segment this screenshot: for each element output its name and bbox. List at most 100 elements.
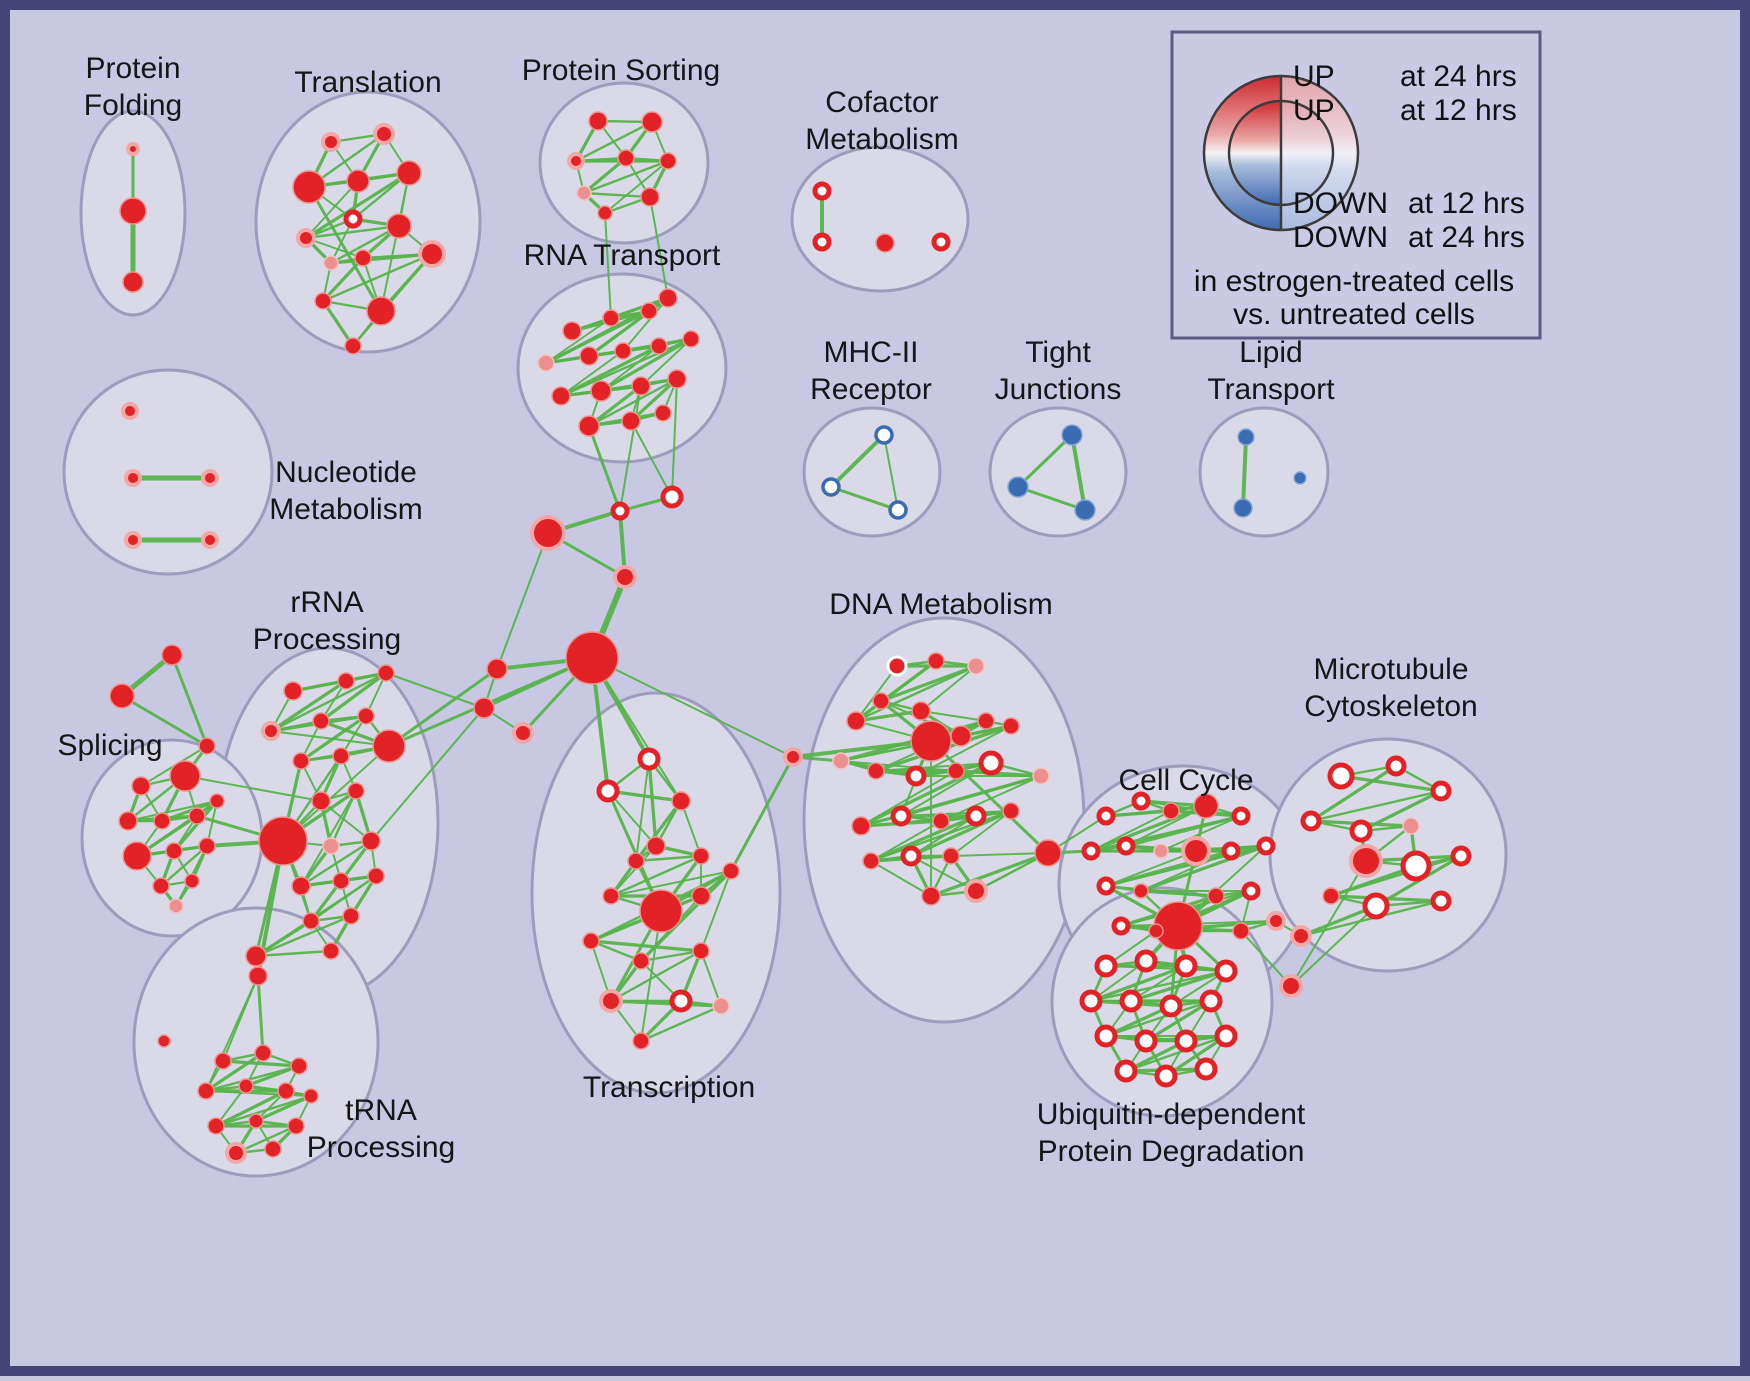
network-edge xyxy=(950,852,1049,857)
network-edge xyxy=(1104,999,1213,1038)
network-edge xyxy=(609,854,703,898)
network-edge xyxy=(1105,965,1227,972)
network-edge xyxy=(840,760,957,772)
legend-up-12-dir: UP xyxy=(1293,94,1335,127)
network-edge xyxy=(920,665,977,712)
network-edge xyxy=(1309,789,1443,823)
network-node-rt4 xyxy=(658,288,678,308)
network-edge xyxy=(791,739,933,759)
network-node-tj2 xyxy=(1007,476,1029,498)
network-node-ub7 xyxy=(1159,994,1183,1018)
network-edge xyxy=(829,485,900,512)
network-node-mc5 xyxy=(1349,819,1373,843)
network-edge xyxy=(320,800,372,842)
network-edge xyxy=(899,774,1043,818)
network-node-ub10 xyxy=(1134,1029,1158,1053)
network-edge xyxy=(1124,1034,1228,1073)
network-edge xyxy=(609,949,703,1003)
network-edge xyxy=(387,667,499,748)
network-node-tx13 xyxy=(692,942,710,960)
network-node-md3 xyxy=(512,722,534,744)
network-edge xyxy=(582,159,670,195)
network-node-rt9 xyxy=(682,330,700,348)
network-node-rt6 xyxy=(579,346,599,366)
network-node-mc6 xyxy=(1402,817,1420,835)
network-node-rr5 xyxy=(312,712,330,730)
network-edge xyxy=(599,337,693,393)
network-node-rt12 xyxy=(631,376,651,396)
network-edge xyxy=(1290,860,1367,987)
legend-right-half-overlay xyxy=(1281,76,1358,230)
network-node-dm10 xyxy=(1002,717,1020,735)
network-node-cc5 xyxy=(1231,806,1251,826)
network-node-nm4 xyxy=(124,531,142,549)
network-node-ub1 xyxy=(1094,954,1118,978)
network-edge xyxy=(604,160,669,214)
network-edge xyxy=(900,810,1012,817)
network-edge xyxy=(700,870,732,952)
network-node-lt2 xyxy=(1233,498,1253,518)
network-node-ch3 xyxy=(610,501,630,521)
network-edge xyxy=(607,790,657,847)
network-node-cf3 xyxy=(875,233,895,253)
network-node-sp1 xyxy=(131,776,151,796)
network-edge xyxy=(647,757,658,848)
network-edge xyxy=(629,377,679,423)
network-edge xyxy=(639,1004,723,1043)
network-node-mc9 xyxy=(1450,845,1472,867)
network-node-tx15 xyxy=(669,989,693,1013)
network-node-ub2 xyxy=(1134,949,1158,973)
network-edge xyxy=(630,420,673,498)
network-node-mh3 xyxy=(888,500,908,520)
cluster-label: DNA Metabolism xyxy=(829,588,1052,621)
cluster-mh xyxy=(802,406,942,538)
network-node-md1 xyxy=(486,658,508,680)
network-node-lt3 xyxy=(1293,471,1307,485)
network-edge xyxy=(591,657,682,802)
network-edge xyxy=(221,1059,301,1068)
network-node-mc11 xyxy=(1362,892,1390,920)
network-node-tn7 xyxy=(238,1078,254,1094)
network-node-rr15 xyxy=(291,876,311,896)
legend-down-24-dir: DOWN xyxy=(1293,221,1388,254)
network-edge xyxy=(269,671,388,733)
network-edge xyxy=(307,185,383,313)
network-node-tr1 xyxy=(321,132,341,152)
network-node-dm19 xyxy=(932,812,950,830)
cluster-label: tRNA xyxy=(345,1094,417,1127)
network-edge xyxy=(319,671,388,723)
cluster-tj xyxy=(988,406,1128,538)
network-edge xyxy=(854,664,978,723)
cluster-label: Protein xyxy=(85,52,180,85)
network-node-lt1 xyxy=(1237,428,1255,446)
network-edge xyxy=(321,299,355,348)
network-edge xyxy=(321,256,365,303)
network-edge xyxy=(1070,433,1087,512)
legend-down-24-time: at 24 hrs xyxy=(1408,221,1525,254)
network-node-rr9 xyxy=(332,747,350,765)
network-node-hub xyxy=(565,631,619,685)
network-node-tr3 xyxy=(292,170,326,204)
network-edge xyxy=(304,224,401,240)
network-edge xyxy=(380,172,410,312)
network-node-cc13 xyxy=(1133,883,1149,899)
network-edge xyxy=(671,378,678,498)
network-node-tx17 xyxy=(632,1032,650,1050)
network-node-ub4 xyxy=(1214,959,1238,983)
network-node-cc8 xyxy=(1153,843,1169,859)
network-node-pf2 xyxy=(119,197,147,225)
cluster-label: Processing xyxy=(253,623,401,656)
network-edge xyxy=(299,714,368,763)
legend-up-24-dir: UP xyxy=(1293,60,1335,93)
network-edge xyxy=(1240,930,1292,987)
network-node-mc10 xyxy=(1322,887,1340,905)
network-edge xyxy=(879,664,978,703)
network-edge xyxy=(829,433,886,489)
network-node-ub11 xyxy=(1174,1029,1198,1053)
network-node-tn6 xyxy=(197,1082,215,1100)
network-node-tj1 xyxy=(1061,424,1083,446)
network-edge xyxy=(1124,814,1243,848)
cluster-label: Receptor xyxy=(810,373,932,406)
network-node-tr6 xyxy=(343,209,363,229)
cluster-label: Cell Cycle xyxy=(1118,764,1253,797)
